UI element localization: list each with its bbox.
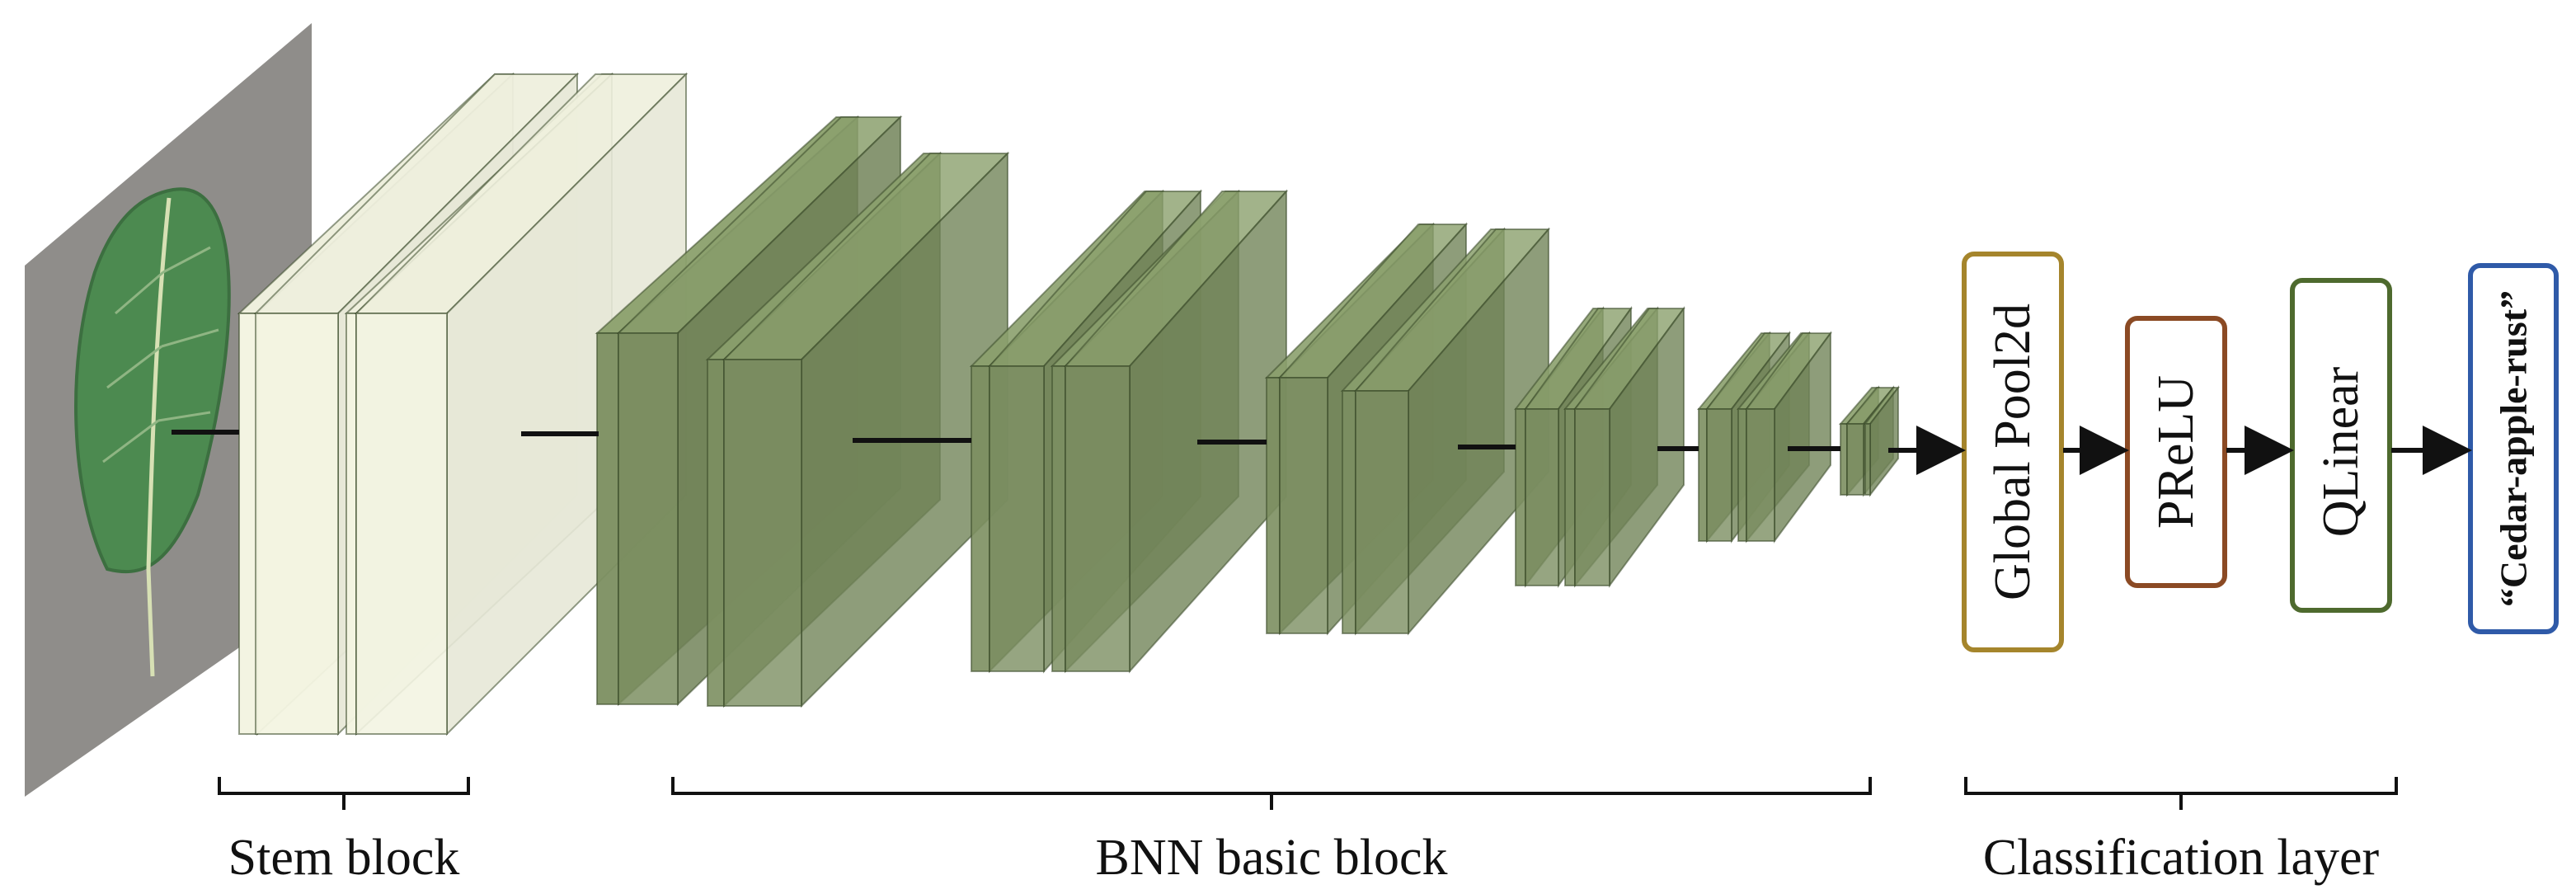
layer-front-face <box>1737 408 1747 542</box>
layer-front-face <box>596 332 619 705</box>
layer-front-face <box>1266 377 1281 634</box>
layer-front-face <box>1051 365 1066 672</box>
bnn-brace <box>671 777 1872 810</box>
layer-front-face <box>1279 377 1328 634</box>
layer-front-face <box>723 359 802 707</box>
layer-front-face <box>1706 408 1732 542</box>
layer-front-face <box>1746 408 1775 542</box>
prelu-label: PReLU <box>2148 375 2204 529</box>
layer-front-face <box>1564 408 1576 586</box>
layer-front-face <box>1574 408 1610 586</box>
layer-front-face <box>1355 390 1409 634</box>
output-class-label: “Cedar-apple-rust” <box>2493 290 2535 607</box>
layer-front-face <box>618 332 679 705</box>
layer-front-face <box>707 359 725 707</box>
classification-boxes: Global Pool2d PReLU QLinear “Cedar-apple… <box>1962 252 2559 652</box>
layer-front-face <box>255 313 339 735</box>
layer-front-face <box>1840 423 1848 496</box>
layer-front-face <box>1515 408 1526 586</box>
conv-layer-stack <box>237 72 1901 736</box>
layer-front-face <box>355 313 448 735</box>
qlinear-label: QLinear <box>2313 366 2369 537</box>
bnn-basic-block-label: BNN basic block <box>1095 830 1447 886</box>
layer-front-face <box>1864 423 1871 496</box>
layer-front-face <box>1342 390 1356 634</box>
layer-front-face <box>346 313 357 735</box>
layer-front-face <box>1065 365 1131 672</box>
section-braces <box>218 777 2398 810</box>
stem-block-label: Stem block <box>228 830 460 886</box>
global-pool2d-label: Global Pool2d <box>1985 303 2041 600</box>
layer-front-face <box>1698 408 1708 542</box>
layer-front-face <box>1846 423 1864 496</box>
layer-connectors <box>172 430 1840 451</box>
layer-front-face <box>238 313 258 735</box>
layer-front-face <box>989 365 1045 672</box>
layer-front-face <box>971 365 990 672</box>
classification-layer-label: Classification layer <box>1983 830 2380 886</box>
layer-front-face <box>1525 408 1559 586</box>
classification-brace <box>1964 777 2398 810</box>
stem-brace <box>218 777 470 810</box>
